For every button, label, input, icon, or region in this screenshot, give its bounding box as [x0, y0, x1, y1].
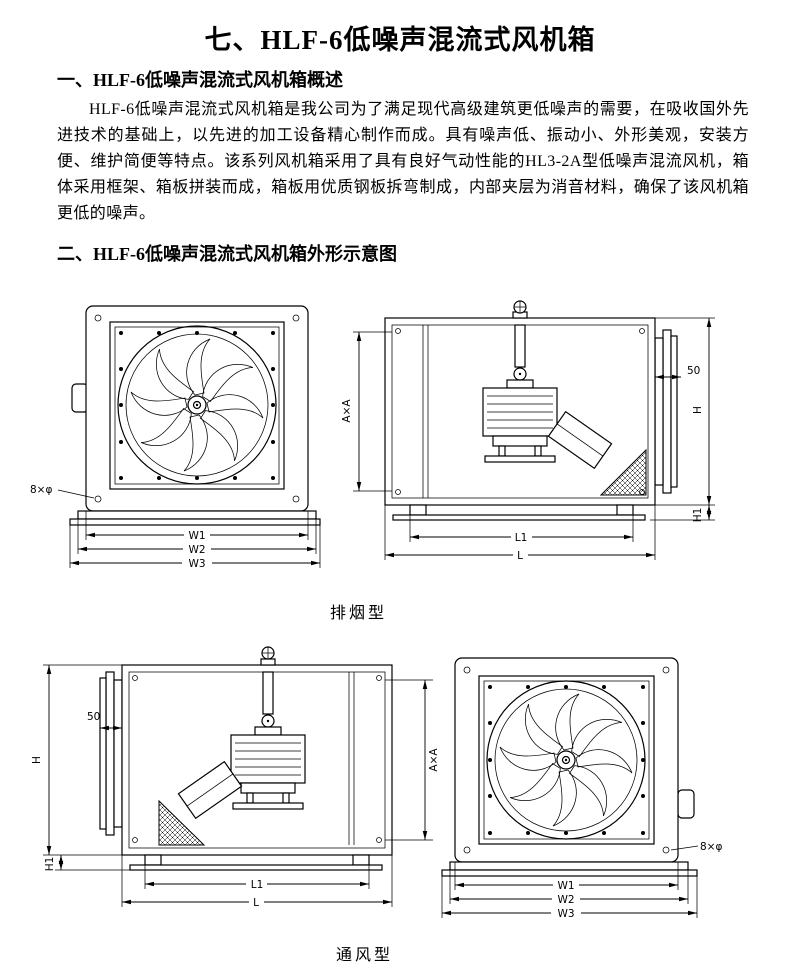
vent-type-caption: 通风型	[336, 947, 394, 964]
overview-paragraph: HLF-6低噪声混流式风机箱是我公司为了满足现代高级建筑更低噪声的需要，在吸收国…	[57, 101, 749, 222]
dim-axa-label: A×A	[341, 399, 353, 423]
fan-impeller	[117, 325, 277, 485]
smoke-type-caption: 排烟型	[330, 605, 388, 622]
dim-50-label: 50	[687, 365, 700, 377]
dim-l1-label: L1	[251, 879, 264, 891]
dim-l-label: L	[253, 897, 259, 909]
bolt-spec-label: 8×φ	[700, 841, 722, 853]
page-title: 七、HLF-6低噪声混流式风机箱	[204, 25, 596, 55]
hatched-wedge	[599, 448, 647, 496]
smoke-type-side-view-drawing: A×A 50 H H1 L1 L	[341, 300, 715, 562]
dim-50-label: 50	[87, 711, 100, 723]
section2-heading: 二、HLF-6低噪声混流式风机箱外形示意图	[57, 244, 397, 264]
motor-assembly	[158, 671, 306, 846]
dimensions: 50 H A×A H1 L1 L	[31, 664, 440, 909]
bolt-spec-label: 8×φ	[30, 484, 52, 496]
dim-h-label: H	[692, 406, 704, 414]
dimensions: 8×φ W1 W2 W3	[441, 841, 722, 920]
dim-w3-label: W3	[188, 558, 205, 570]
section1-heading: 一、HLF-6低噪声混流式风机箱概述	[57, 70, 343, 90]
dim-l1-label: L1	[515, 532, 528, 544]
fan-box-front	[441, 657, 698, 877]
motor-assembly	[482, 324, 647, 496]
vent-type-front-view-drawing: 8×φ W1 W2 W3	[441, 657, 722, 920]
dim-w2-label: W2	[188, 544, 205, 556]
dimensions: 8×φ W1 W2 W3	[30, 484, 321, 570]
vent-type-side-view-drawing: 50 H A×A H1 L1 L	[31, 646, 440, 909]
panel-bolts	[488, 685, 645, 835]
dim-w1-label: W1	[557, 880, 574, 892]
dim-axa-label: A×A	[428, 748, 440, 772]
fan-box-front	[69, 305, 321, 526]
dim-w1-label: W1	[188, 530, 205, 542]
fan-impeller	[486, 680, 646, 840]
smoke-type-front-view-drawing: 8×φ W1 W2 W3	[30, 305, 321, 570]
dim-h-label: H	[31, 756, 43, 764]
dim-h1-label: H1	[692, 508, 704, 523]
dim-w3-label: W3	[557, 908, 574, 920]
hatched-wedge	[158, 799, 206, 846]
dim-h1-label: H1	[44, 857, 56, 872]
dim-w2-label: W2	[557, 894, 574, 906]
dimensions: A×A 50 H H1 L1 L	[341, 317, 715, 562]
dim-l-label: L	[517, 550, 523, 562]
